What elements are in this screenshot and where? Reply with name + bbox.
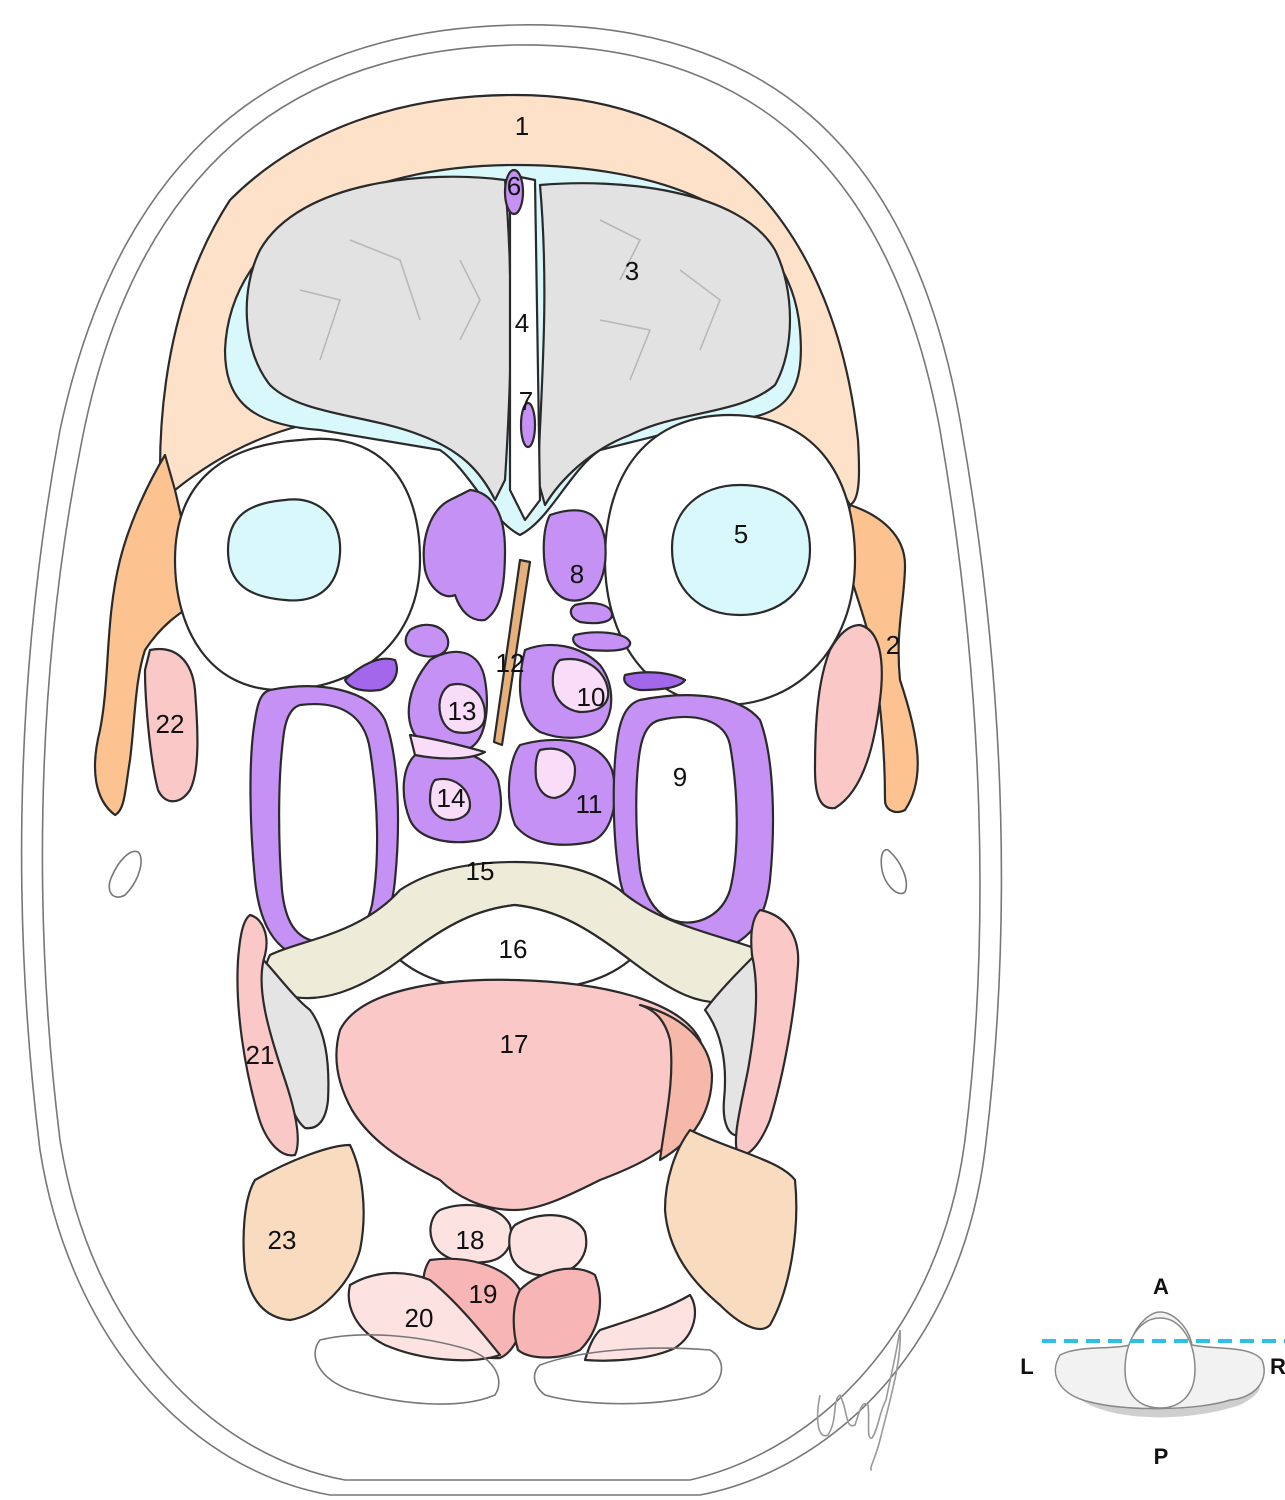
label-23: 23 — [268, 1225, 297, 1255]
orientation-indicator: A P L R — [1020, 1274, 1285, 1469]
label-18: 18 — [456, 1225, 485, 1255]
orientation-right: R — [1270, 1354, 1285, 1379]
orientation-head — [1125, 1318, 1195, 1408]
label-7: 7 — [519, 386, 533, 416]
tongue — [336, 980, 706, 1210]
ear-fragment-right — [881, 850, 906, 894]
ethmoid-small-right-a — [571, 603, 612, 623]
ethmoid-left — [424, 490, 505, 620]
label-19: 19 — [469, 1279, 498, 1309]
mucosa-right-lower — [536, 749, 575, 798]
eye-content-left — [228, 499, 340, 600]
label-6: 6 — [507, 171, 521, 201]
label-17: 17 — [500, 1029, 529, 1059]
label-21: 21 — [246, 1040, 275, 1070]
label-8: 8 — [570, 559, 584, 589]
label-10: 10 — [577, 682, 606, 712]
label-11: 11 — [576, 789, 603, 819]
label-20: 20 — [405, 1303, 434, 1333]
signature — [818, 1330, 901, 1470]
label-22: 22 — [156, 709, 185, 739]
maxillary-cavity-left — [279, 704, 377, 942]
falx — [510, 175, 540, 520]
orientation-left: L — [1020, 1354, 1033, 1379]
label-15: 15 — [466, 856, 495, 886]
label-1: 1 — [515, 111, 529, 141]
ethmoid-small-left — [406, 625, 449, 657]
label-9: 9 — [673, 762, 687, 792]
label-5: 5 — [734, 519, 748, 549]
orientation-anterior: A — [1153, 1274, 1169, 1299]
label-16: 16 — [499, 934, 528, 964]
ear-fragment-left — [109, 851, 141, 897]
label-4: 4 — [515, 308, 529, 338]
muscle-18-right — [509, 1215, 586, 1275]
eye-content-right — [672, 485, 810, 615]
label-3: 3 — [625, 256, 639, 286]
label-2: 2 — [886, 630, 900, 660]
mandible-23-left — [244, 1145, 364, 1320]
label-13: 13 — [448, 696, 477, 726]
maxillary-cavity-right-9 — [636, 717, 737, 923]
ethmoid-small-right-b — [573, 632, 630, 650]
muscle-19-right — [514, 1269, 600, 1358]
label-14: 14 — [437, 783, 466, 813]
orientation-posterior: P — [1154, 1444, 1169, 1469]
label-12: 12 — [496, 648, 525, 678]
